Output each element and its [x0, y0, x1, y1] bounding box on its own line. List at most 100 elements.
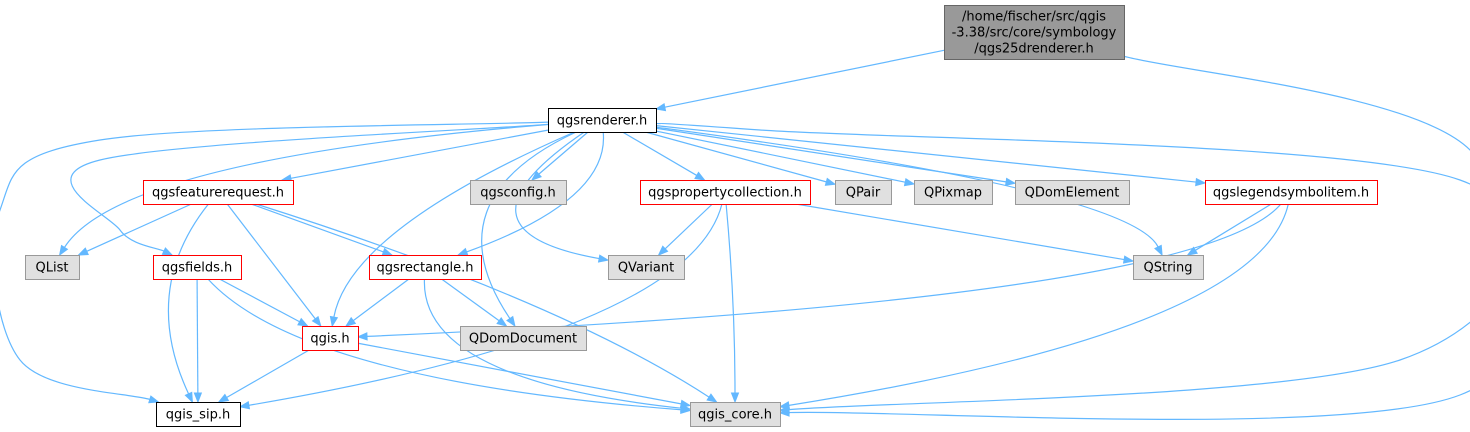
node-box[interactable] [470, 180, 567, 205]
node-label: qgsfields.h [162, 261, 232, 276]
node-qgis[interactable]: qgis.h [302, 326, 359, 351]
edge-line [1195, 203, 1272, 251]
node-box[interactable] [369, 255, 482, 280]
edge-qgsfeaturerequest-to-qgis [226, 203, 322, 328]
node-qgslegendsymbolitem[interactable]: qgslegendsymbolitem.h [1205, 180, 1378, 205]
edge-qgsrenderer-to-qdomdocument [481, 131, 577, 328]
edge-line [622, 131, 698, 176]
edge-qgsrenderer-to-qgsfields [70, 123, 549, 256]
node-box[interactable] [1205, 180, 1378, 205]
edge-qgsfields-to-qgis-sip [193, 278, 203, 404]
edge-line [366, 203, 1282, 337]
node-box[interactable] [944, 5, 1125, 60]
edge-line [226, 349, 310, 399]
edge-line [226, 203, 316, 320]
node-qpair[interactable]: QPair [835, 180, 892, 205]
edge-arrowhead [679, 399, 692, 408]
node-box[interactable] [640, 180, 811, 205]
edge-qgsfeaturerequest-to-qgis-core [255, 203, 718, 403]
edge-arrowhead [161, 247, 174, 256]
edge-arrowhead [1195, 177, 1207, 187]
edge-qgspropertycollection-to-qvariant [657, 203, 713, 256]
edge-qgsfields-to-qgis [219, 278, 309, 327]
edge-qgslegendsymbolitem-to-qstring [1186, 203, 1272, 256]
node-label: qgspropertycollection.h [648, 186, 802, 201]
edge-arrowhead [1186, 246, 1198, 256]
edge-line [250, 203, 384, 253]
node-label: qgis_sip.h [166, 408, 230, 423]
node-qgsfeaturerequest[interactable]: qgsfeaturerequest.h [143, 180, 294, 205]
node-qvariant[interactable]: QVariant [608, 255, 685, 280]
edge-qgslegendsymbolitem-to-qgis [356, 203, 1282, 341]
node-box[interactable] [156, 402, 241, 427]
node-qgis-core[interactable]: qgis_core.h [690, 402, 781, 427]
edge-line [0, 121, 549, 400]
edge-arrowhead [238, 401, 251, 410]
node-label: QVariant [618, 261, 674, 276]
node-qgspropertycollection[interactable]: qgspropertycollection.h [640, 180, 811, 205]
node-root[interactable]: /home/fischer/src/qgis-3.38/src/core/sym… [944, 5, 1125, 60]
edge-line [788, 55, 1470, 420]
node-qgis-sip[interactable]: qgis_sip.h [156, 402, 241, 427]
edge-line [255, 203, 710, 398]
edge-arrowhead [730, 392, 740, 404]
edge-line [655, 122, 1470, 411]
node-qdomdocument[interactable]: QDomDocument [460, 326, 587, 351]
edge-arrowhead [654, 102, 667, 112]
edge-arrowhead [706, 393, 718, 403]
edge-line [63, 123, 549, 248]
edge-line [664, 49, 945, 108]
node-box[interactable] [690, 402, 781, 427]
edge-line [725, 203, 736, 394]
node-box[interactable] [302, 326, 359, 351]
node-box[interactable] [1133, 255, 1204, 280]
node-qgsrenderer[interactable]: qgsrenderer.h [548, 108, 657, 133]
node-box[interactable] [153, 255, 242, 280]
node-qgsfields[interactable]: qgsfields.h [153, 255, 242, 280]
edge-qgsrectangle-to-qgis [344, 278, 410, 327]
edge-qgsfeaturerequest-to-qlist [77, 203, 192, 256]
edge-line [167, 203, 209, 395]
node-box[interactable] [914, 180, 993, 205]
edge-line [515, 131, 600, 260]
edge-qgis-to-qgis-core [357, 342, 692, 408]
node-label: qgsrenderer.h [557, 114, 647, 129]
edge-qgsrenderer-to-qgis [329, 131, 575, 328]
node-qstring[interactable]: QString [1133, 255, 1204, 280]
node-qdomelement[interactable]: QDomElement [1015, 180, 1130, 205]
node-box[interactable] [608, 255, 685, 280]
edge-arrowhead [694, 171, 706, 181]
node-box[interactable] [1015, 180, 1130, 205]
edge-line [357, 342, 682, 405]
edge-line [352, 278, 410, 322]
edge-line [441, 278, 500, 322]
node-qlist[interactable]: QList [25, 255, 80, 280]
edge-arrowhead [530, 170, 542, 181]
node-qpixmap[interactable]: QPixmap [914, 180, 993, 205]
node-qgsrectangle[interactable]: qgsrectangle.h [369, 255, 482, 280]
edge-arrowhead [217, 393, 230, 403]
edge-arrowhead [184, 391, 193, 404]
edge-line [423, 278, 682, 409]
edge-qgsrenderer-to-qgis-core [655, 122, 1470, 414]
edge-qgsrenderer-to-qgsconfig [530, 131, 589, 181]
edge-arrowhead [297, 317, 309, 327]
nodes-layer: /home/fischer/src/qgis-3.38/src/core/sym… [25, 5, 1378, 427]
edge-qgsrenderer-to-qpixmap [655, 130, 916, 187]
edge-qgspropertycollection-to-qgis-core [725, 203, 740, 404]
edge-qgsrenderer-to-qpair [645, 131, 837, 186]
edge-qgsfeaturerequest-to-qgsrectangle [250, 203, 394, 256]
node-box[interactable] [548, 108, 657, 133]
edge-arrowhead [77, 247, 89, 256]
node-box[interactable] [460, 326, 587, 351]
node-label: /qgs25drenderer.h [974, 42, 1094, 57]
node-label: qgsrectangle.h [376, 261, 473, 276]
edge-arrowhead [456, 247, 469, 256]
edge-arrowhead [356, 332, 368, 341]
node-label: QString [1143, 261, 1192, 276]
edge-line [655, 125, 1197, 183]
node-box[interactable] [143, 180, 294, 205]
node-box[interactable] [25, 255, 80, 280]
node-qgsconfig[interactable]: qgsconfig.h [470, 180, 567, 205]
node-box[interactable] [835, 180, 892, 205]
